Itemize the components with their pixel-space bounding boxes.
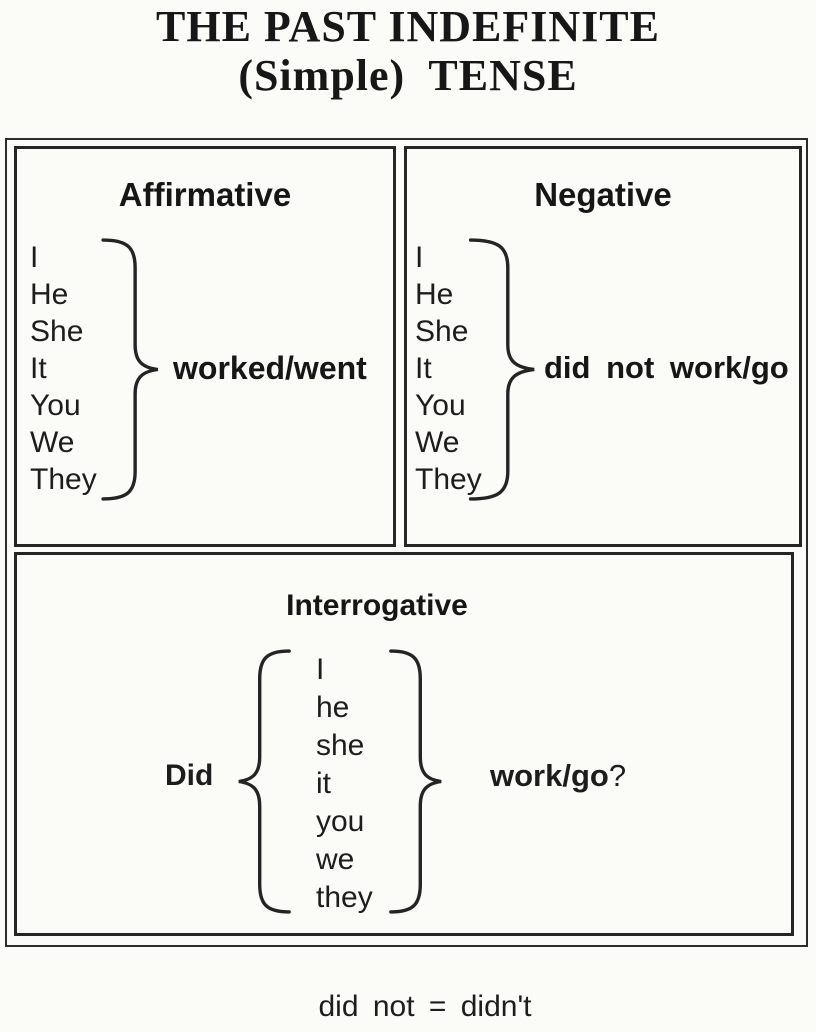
affirmative-verb: worked/went	[173, 350, 367, 386]
pronoun-item: it	[316, 767, 331, 800]
affirmative-cell: Affirmative I He She It You We They work…	[14, 146, 396, 547]
pronoun-item: We	[30, 426, 75, 459]
pronoun-item: She	[30, 315, 84, 348]
right-curly-brace-icon	[100, 237, 162, 502]
pronoun-item: I	[316, 653, 325, 686]
affirmative-pronoun-list: I He She It You We They	[30, 239, 97, 498]
pronoun-item: It	[30, 352, 47, 385]
negative-pronoun-list: I He She It You We They	[415, 239, 482, 498]
pronoun-item: they	[316, 881, 373, 914]
pronoun-item: he	[316, 691, 350, 724]
pronoun-item: you	[316, 805, 365, 838]
tense-table: Affirmative I He She It You We They work…	[5, 138, 808, 947]
negative-cell: Negative I He She It You We They did not…	[404, 146, 802, 547]
interrogative-verb: work/go?	[490, 757, 626, 795]
pronoun-item: They	[30, 463, 97, 496]
negative-header: Negative	[534, 176, 672, 213]
interrogative-verb-text: work/go	[490, 758, 609, 793]
pronoun-item: He	[415, 278, 454, 311]
interrogative-cell: Interrogative Did I he she it you we the…	[14, 552, 794, 936]
negative-verb: did not work/go	[544, 350, 789, 385]
pronoun-item: It	[415, 352, 432, 385]
affirmative-header: Affirmative	[118, 176, 292, 213]
pronoun-item: He	[30, 278, 69, 311]
pronoun-item: You	[415, 389, 466, 422]
right-curly-brace-icon	[388, 648, 445, 915]
question-mark: ?	[608, 758, 627, 793]
pronoun-item: she	[316, 729, 365, 762]
pronoun-item: She	[415, 315, 469, 348]
page-title-line1: THE PAST INDEFINITE	[156, 2, 660, 51]
pronoun-item: I	[415, 241, 424, 274]
contraction-note: did not = didn't	[318, 990, 532, 1023]
pronoun-item: They	[415, 463, 482, 496]
interrogative-auxiliary: Did	[165, 759, 214, 792]
pronoun-item: We	[415, 426, 460, 459]
pronoun-item: You	[30, 389, 81, 422]
interrogative-header: Interrogative	[286, 589, 468, 622]
left-curly-brace-icon	[235, 648, 292, 915]
right-curly-brace-icon	[467, 237, 539, 502]
interrogative-pronoun-list: I he she it you we they	[316, 651, 373, 917]
pronoun-item: we	[316, 843, 355, 876]
pronoun-item: I	[30, 241, 39, 274]
page-title: THE PAST INDEFINITE (Simple) TENSE	[0, 2, 816, 100]
page-title-line2: (Simple) TENSE	[238, 51, 578, 100]
